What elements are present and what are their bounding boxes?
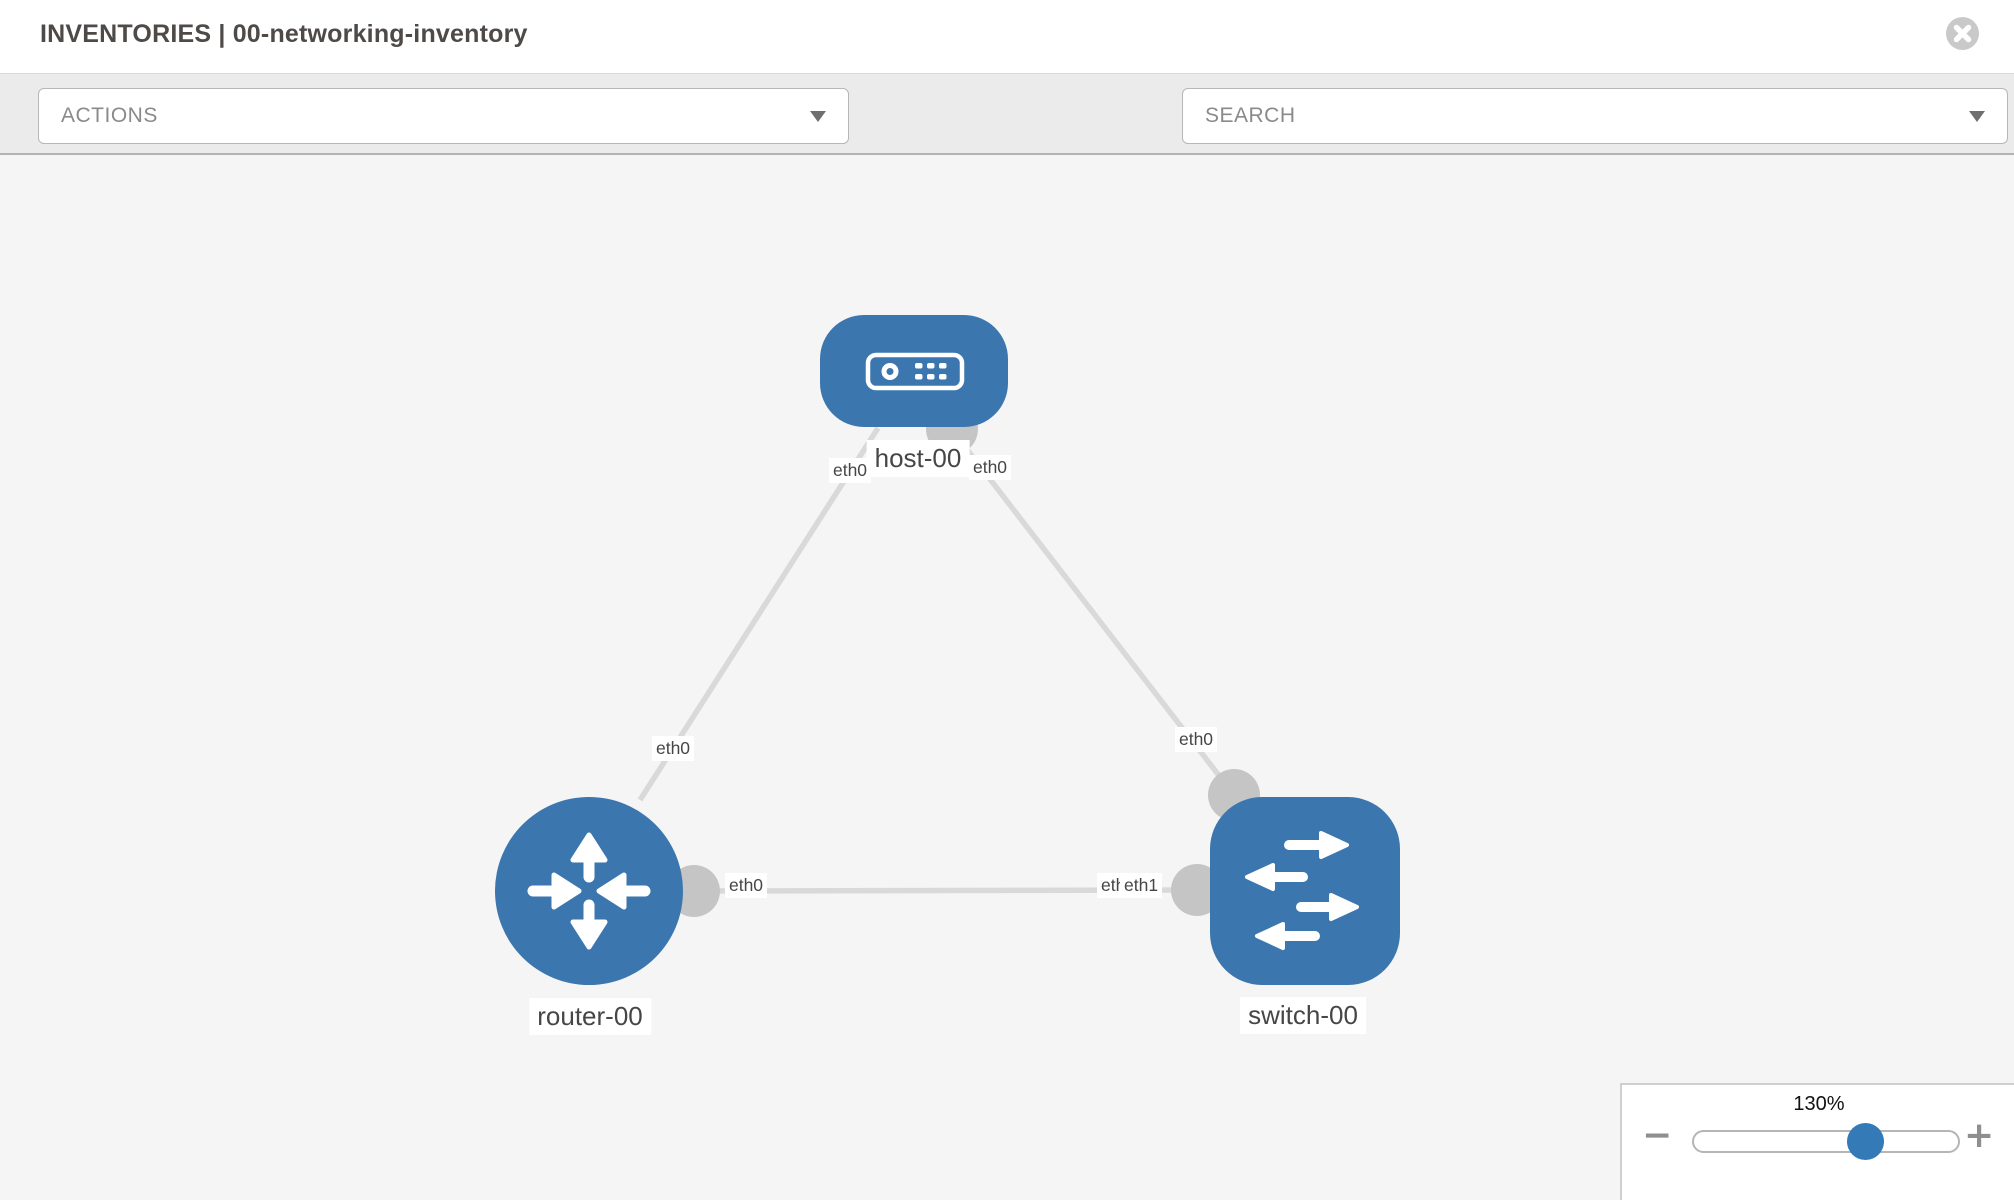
chevron-down-icon: [1969, 110, 1985, 122]
interface-label: eth0: [968, 455, 1012, 480]
node-label-router: router-00: [529, 998, 651, 1035]
interface-label: eth0: [651, 736, 695, 761]
host-icon: [865, 352, 965, 391]
zoom-out-button[interactable]: −: [1642, 1115, 1673, 1156]
search-placeholder: SEARCH: [1205, 104, 1296, 127]
switch-icon: [1245, 831, 1359, 950]
actions-dropdown[interactable]: ACTIONS: [38, 88, 849, 144]
router-icon: [527, 832, 651, 950]
node-host-00[interactable]: [820, 315, 1008, 427]
chevron-down-icon: [810, 110, 826, 122]
zoom-slider-thumb[interactable]: [1847, 1123, 1884, 1160]
zoom-in-button[interactable]: +: [1964, 1115, 1995, 1156]
close-button[interactable]: [1945, 16, 1980, 51]
node-switch-00[interactable]: [1210, 797, 1400, 985]
toolbar: ACTIONS SEARCH: [0, 73, 2014, 203]
zoom-panel: 130% − +: [1620, 1083, 2014, 1200]
interface-label: eth0: [1174, 727, 1218, 752]
close-icon: [1946, 17, 1979, 50]
topology-canvas[interactable]: eth0 eth0 eth0 eth0 eth0 eth0 eth1 host-…: [0, 155, 2014, 1200]
node-router-00[interactable]: [495, 797, 683, 985]
zoom-slider-track[interactable]: [1692, 1130, 1960, 1153]
actions-dropdown-label: ACTIONS: [61, 104, 158, 127]
search-dropdown[interactable]: SEARCH: [1182, 88, 2008, 144]
interface-dots: [668, 403, 1260, 917]
link-lines: [637, 426, 1237, 894]
zoom-level-readout: 130%: [1793, 1093, 1845, 1115]
interface-label: eth0: [828, 458, 872, 483]
node-label-switch: switch-00: [1240, 997, 1366, 1034]
interface-label: eth1: [1120, 873, 1163, 898]
window-header: INVENTORIES | 00-networking-inventory: [0, 0, 2014, 73]
interface-label: eth0: [724, 873, 768, 898]
page-title: INVENTORIES | 00-networking-inventory: [40, 20, 528, 48]
node-label-host: host-00: [866, 440, 970, 477]
